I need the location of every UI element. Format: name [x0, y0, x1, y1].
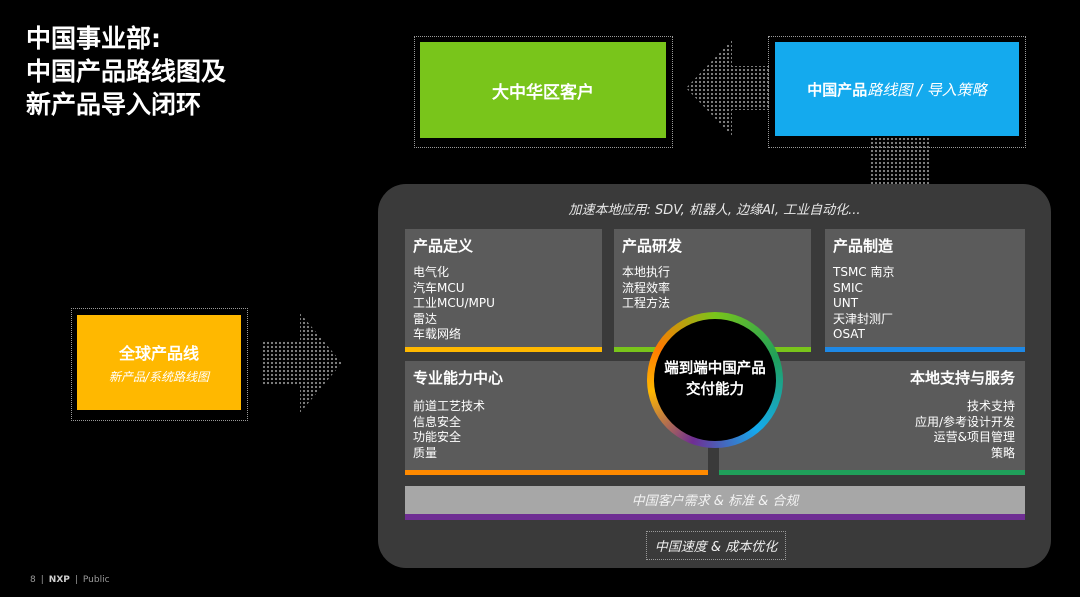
card-product-definition: 产品定义 电气化 汽车MCU 工业MCU/MPU 雷达 车载网络 — [405, 229, 602, 352]
card-item-list: 电气化 汽车MCU 工业MCU/MPU 雷达 车载网络 — [413, 265, 495, 343]
roadmap-box: 中国产品 路线图 / 导入策略 — [775, 42, 1019, 136]
card-product-manufacturing: 产品制造 TSMC 南京 SMIC UNT 天津封测厂 OSAT — [825, 229, 1025, 352]
center-circle: 端到端中国产品交付能力 — [654, 319, 776, 441]
right-arrow-icon — [262, 313, 342, 413]
left-arrow-icon — [686, 40, 770, 136]
slide-footer: 8|NXP|Public — [30, 575, 110, 585]
list-item: 本地执行 — [622, 265, 671, 279]
card-title: 专业能力中心 — [413, 369, 504, 387]
list-item: 质量 — [413, 445, 438, 460]
list-item: UNT — [833, 296, 859, 310]
list-item: TSMC 南京 — [833, 265, 895, 279]
customer-needs-bar — [405, 486, 1025, 516]
list-item: 运营&项目管理 — [933, 430, 1015, 444]
brand-label: NXP — [48, 575, 70, 585]
slide-title: 中国事业部: 中国产品路线图及 新产品导入闭环 — [26, 22, 326, 121]
list-item: 汽车MCU — [413, 280, 465, 295]
china-speed-box: 中国速度 & 成本优化 — [646, 531, 786, 560]
card-title: 产品定义 — [413, 237, 474, 255]
customer-box-label: 大中华区客户 — [492, 82, 594, 103]
list-item: 前道工艺技术 — [413, 399, 486, 413]
classification-label: Public — [82, 575, 110, 585]
global-box-subtitle: 新产品/系统路线图 — [108, 370, 210, 384]
card-item-list: 技术支持 应用/参考设计开发 运营&项目管理 策略 — [915, 399, 1015, 461]
down-connector-icon — [870, 137, 930, 185]
card-title: 本地支持与服务 — [909, 369, 1015, 387]
card-item-list: 本地执行 流程效率 工程方法 — [622, 265, 670, 312]
title-line-2: 中国产品路线图及 — [26, 57, 227, 86]
list-item: 功能安全 — [413, 430, 462, 444]
customer-box: 大中华区客户 — [420, 42, 666, 138]
list-item: 策略 — [990, 445, 1015, 460]
list-item: OSAT — [833, 327, 865, 341]
list-item: 工程方法 — [622, 296, 671, 310]
page-number: 8 — [30, 575, 36, 585]
global-box-frame — [71, 308, 248, 421]
card-accent-bar — [405, 347, 602, 352]
card-item-list: 前道工艺技术 信息安全 功能安全 质量 — [413, 399, 485, 461]
global-product-line-box: 全球产品线 新产品/系统路线图 — [77, 315, 241, 410]
card-accent-bar — [825, 347, 1025, 352]
list-item: 天津封测厂 — [833, 311, 894, 326]
card-competence-center: 专业能力中心 前道工艺技术 信息安全 功能安全 质量 — [405, 361, 708, 475]
list-item: 电气化 — [413, 265, 450, 279]
list-item: 信息安全 — [413, 414, 462, 429]
card-title: 产品制造 — [833, 237, 894, 255]
customer-box-frame — [414, 36, 673, 148]
list-item: 技术支持 — [966, 399, 1015, 413]
card-item-list: TSMC 南京 SMIC UNT 天津封测厂 OSAT — [833, 265, 895, 343]
roadmap-box-label: 中国产品 — [807, 80, 868, 99]
list-item: 雷达 — [413, 311, 438, 326]
customer-needs-accent — [405, 514, 1025, 520]
title-line-1: 中国事业部: — [26, 24, 161, 53]
card-title: 产品研发 — [622, 237, 683, 255]
list-item: 流程效率 — [622, 280, 671, 295]
card-accent-bar — [405, 470, 708, 475]
list-item: 工业MCU/MPU — [413, 296, 495, 310]
card-accent-bar — [719, 470, 1025, 475]
customer-needs-text: 中国客户需求 & 标准 & 合规 — [631, 493, 799, 509]
list-item: 应用/参考设计开发 — [914, 414, 1015, 429]
center-circle-text: 端到端中国产品交付能力 — [664, 361, 766, 398]
global-box-title: 全球产品线 — [118, 344, 199, 363]
title-line-3: 新产品导入闭环 — [26, 90, 202, 119]
accelerate-text: 加速本地应用: SDV, 机器人, 边缘AI, 工业自动化... — [568, 203, 861, 218]
roadmap-box-sublabel: 路线图 / 导入策略 — [867, 80, 987, 99]
list-item: 车载网络 — [413, 327, 462, 341]
list-item: SMIC — [833, 280, 863, 295]
